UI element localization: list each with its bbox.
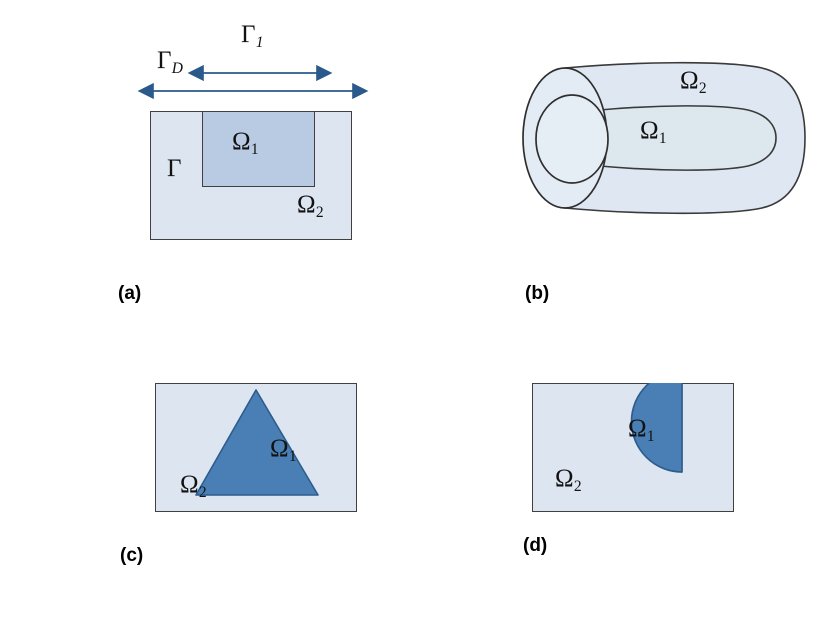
panel-a: Γ1 ΓD Ω1 Γ Ω2 (a) [0, 0, 420, 320]
panel-c-caption: (c) [120, 545, 144, 566]
gamma-1-arrow [187, 64, 333, 82]
panel-c-omega-1-label: Ω1 [270, 435, 297, 465]
panel-a-gamma-d-label: ΓD [157, 47, 183, 77]
panel-c: Ω1 Ω2 (c) [0, 320, 420, 623]
panel-c-triangle [195, 389, 319, 496]
panel-a-gamma-label: Γ [167, 155, 182, 182]
panel-b-omega-1-label: Ω1 [640, 117, 667, 147]
panel-d-omega-2-label: Ω2 [555, 465, 582, 495]
panel-a-gamma-1-label: Γ1 [241, 21, 264, 51]
panel-d-disk [630, 383, 683, 473]
panel-d-caption: (d) [523, 535, 548, 556]
panel-a-inner-rect [202, 111, 315, 187]
panel-a-omega-2-label: Ω2 [297, 191, 324, 221]
panel-d-outer-rect [532, 383, 734, 512]
panel-a-caption: (a) [118, 283, 142, 304]
gamma-d-arrow [137, 82, 369, 100]
panel-b-caption: (b) [525, 283, 550, 304]
panel-c-omega-2-label: Ω2 [180, 471, 207, 501]
panel-d: Ω1 Ω2 (d) [420, 320, 830, 623]
panel-b-omega-2-label: Ω2 [680, 67, 707, 97]
panel-a-omega-1-label: Ω1 [232, 128, 259, 158]
panel-b: Ω2 Ω1 (b) [420, 0, 830, 320]
cylinder-diagram [522, 61, 806, 215]
panel-d-omega-1-label: Ω1 [628, 415, 655, 445]
